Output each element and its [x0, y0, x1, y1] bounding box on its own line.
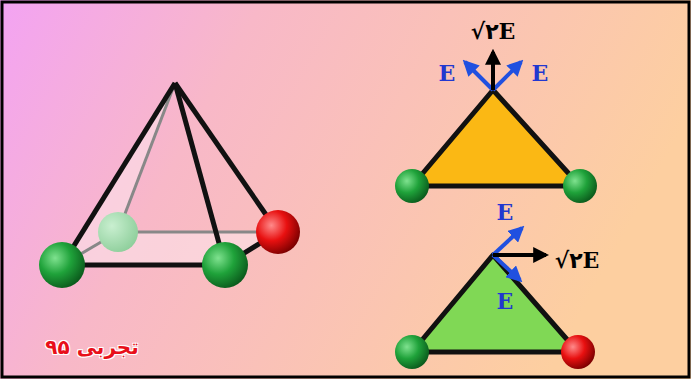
field-resultant: √۲E: [555, 249, 600, 271]
top-triangle: [395, 52, 597, 203]
charge-red: [256, 210, 300, 254]
watermark: تجربی ۹۵: [45, 337, 139, 357]
field-label: E: [532, 62, 549, 84]
charge-faded: [98, 212, 138, 252]
field-label: E: [497, 290, 514, 312]
field-label: E: [439, 62, 456, 84]
field-resultant: √۲E: [471, 20, 516, 42]
charge-green: [202, 242, 248, 288]
pyramid: [39, 83, 300, 288]
field-label: E: [497, 201, 514, 223]
charge-green: [39, 242, 85, 288]
